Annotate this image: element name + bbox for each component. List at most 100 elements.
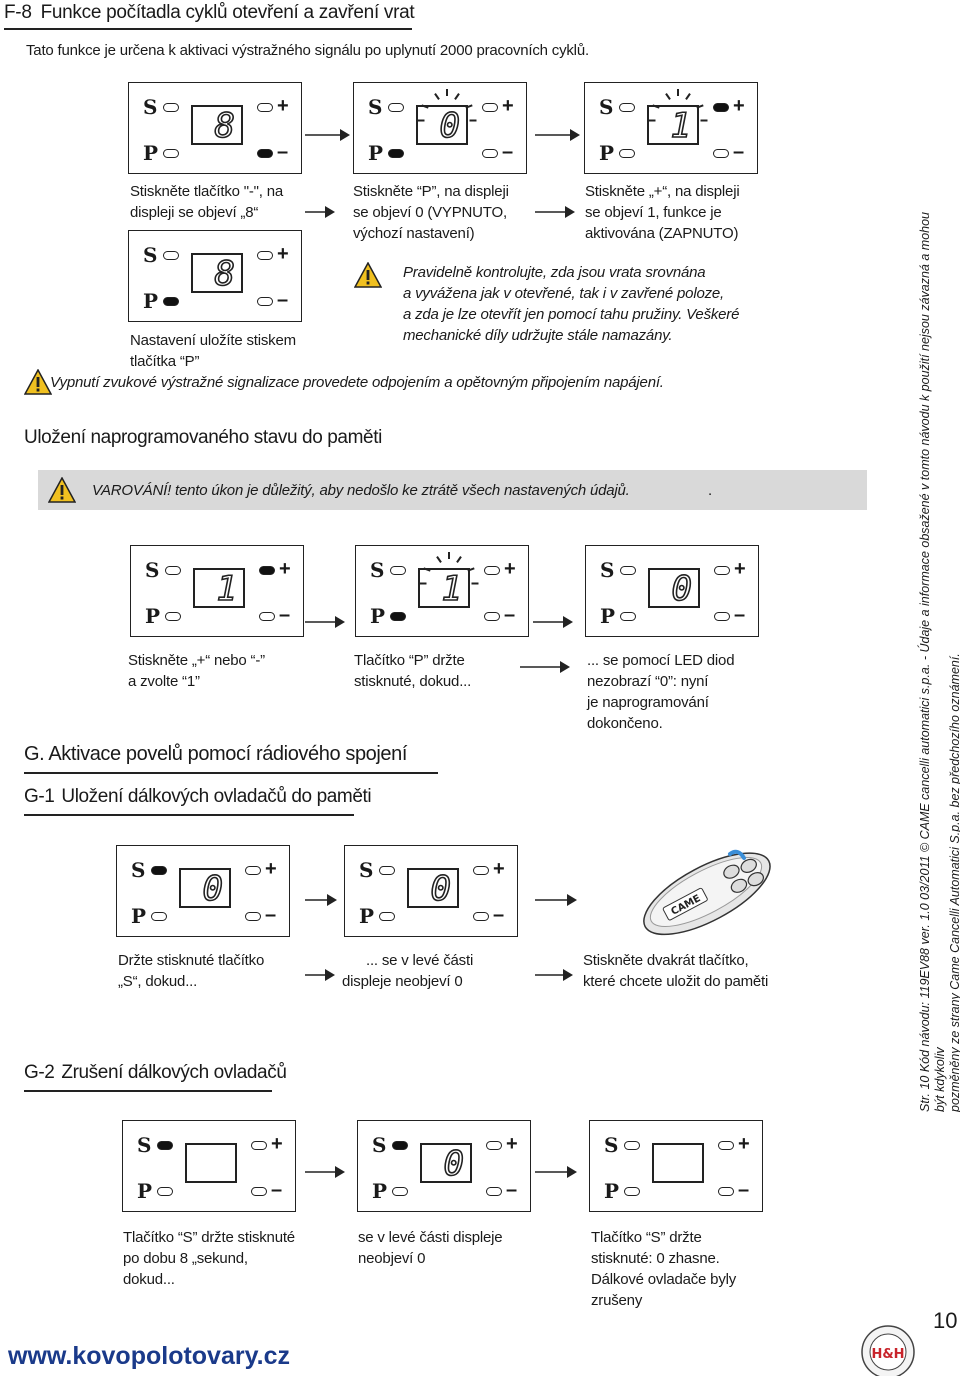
blink-ray-icon [467,567,475,572]
s-label: S [137,1133,152,1157]
arrow-right-icon [305,129,350,141]
led-display [652,1143,704,1183]
arrow-right-icon [535,894,577,906]
minus-button-indicator [714,612,730,621]
plus-button-indicator [257,251,273,260]
memory-step1-text: Stiskněte „+“ nebo “-” a zvolte “1” [128,650,328,692]
blink-ray-icon [419,582,427,585]
text-line: ... se pomocí LED diod [587,652,735,669]
g1-title-underline [24,814,354,816]
g1-step1-text: Držte stisknuté tlačítko „S“, dokud... [118,950,318,992]
text-line: a vyvážena jak v otevřené, tak i v zavře… [403,285,725,302]
minus-label: – [502,141,514,163]
plus-button-indicator [484,566,500,575]
plus-label: + [265,858,277,880]
plus-button-indicator [713,103,729,112]
blink-ray-icon [471,582,479,585]
intro-text: Tato funkce je určena k aktivaci výstraž… [26,42,589,59]
minus-label: – [279,604,291,626]
minus-button-indicator [473,912,489,921]
text-line: displeje neobjeví 0 [342,973,463,990]
minus-label: – [277,141,289,163]
led-display [185,1143,237,1183]
blink-ray-icon [665,93,671,100]
blink-ray-icon [677,89,679,96]
text-line: dokud... [123,1271,175,1288]
p-label: P [143,289,159,313]
p-button-indicator [620,612,636,621]
text-line: Tlačítko “S” držte [591,1229,702,1246]
text-line: které chcete uložit do paměti [583,973,769,990]
text-line: Držte stisknuté tlačítko [118,952,265,969]
g2-title-text: Zrušení dálkových ovladačů [61,1062,287,1083]
minus-label: – [504,604,516,626]
led-display: 1 [418,568,470,608]
led-display: 8 [191,253,243,293]
g2-step2-text: se v levé části displeje neobjeví 0 [358,1227,578,1269]
text-line: zrušeny [591,1292,643,1309]
text-line: se objeví 1, funkce je [585,204,722,221]
text-line: ... se v levé části [366,952,474,969]
memory-step2-text: Tlačítko “P” držte stisknuté, dokud... [354,650,554,692]
display-digit: 8 [214,254,236,294]
s-button-indicator [163,251,179,260]
s-label: S [600,558,615,582]
plus-label: + [502,95,514,117]
text-line: stisknuté: 0 zhasne. [591,1250,720,1267]
section-number: F-8 [4,2,32,23]
text-line: pozměněny ze strany Came Cancelli Automa… [948,653,960,1112]
minus-button-indicator [486,1187,502,1196]
display-digit: 0 [443,1144,465,1184]
s-button-indicator [151,866,167,875]
plus-label: + [506,1133,518,1155]
press-indicator-icon [728,849,746,860]
g1-number: G-1 [24,786,55,807]
minus-label: – [506,1179,518,1201]
minus-label: – [271,1179,283,1201]
g1-step3-text: Stiskněte dvakrát tlačítko, které chcete… [583,950,803,992]
s-label: S [599,95,614,119]
text-line: Stiskněte tlačítko "-", na [130,183,284,200]
minus-button-indicator [251,1187,267,1196]
p-label: P [131,904,147,928]
text-line: dokončeno. [587,715,663,732]
minus-label: – [734,604,746,626]
plus-button-indicator [486,1141,502,1150]
text-line: displeji se objeví „8“ [130,204,259,221]
s-label: S [145,558,160,582]
s-button-indicator [163,103,179,112]
p-label: P [145,604,161,628]
p-label: P [600,604,616,628]
title-underline [4,28,412,30]
plus-label: + [734,558,746,580]
blink-ray-icon [648,119,656,122]
minus-label: – [738,1179,750,1201]
website-link[interactable]: www.kovopolotovary.cz [8,1342,290,1370]
p-button-indicator [619,149,635,158]
s-button-indicator [619,103,635,112]
text-line: je naprogramování [587,694,709,711]
display-digit: 0 [439,106,461,146]
f8-save-text: Nastavení uložíte stiskem tlačítka “P” [130,330,350,372]
s-label: S [359,858,374,882]
plus-label: + [279,558,291,580]
arrow-right-icon [535,969,573,981]
plus-button-indicator [251,1141,267,1150]
g1-title-text: Uložení dálkových ovladačů do paměti [61,786,372,807]
blink-ray-icon [417,119,425,122]
plus-label: + [271,1133,283,1155]
s-label: S [143,243,158,267]
f8-note-text: Vypnutí zvukové výstražné signalizace pr… [50,374,664,391]
p-label: P [137,1179,153,1203]
s-label: S [604,1133,619,1157]
blink-ray-icon [454,93,460,100]
text-line: Tlačítko “S” držte stisknuté [123,1229,295,1246]
plus-label: + [277,243,289,265]
led-display: 1 [647,105,699,145]
text-line: Dálkové ovladače byly [591,1271,737,1288]
p-label: P [370,604,386,628]
